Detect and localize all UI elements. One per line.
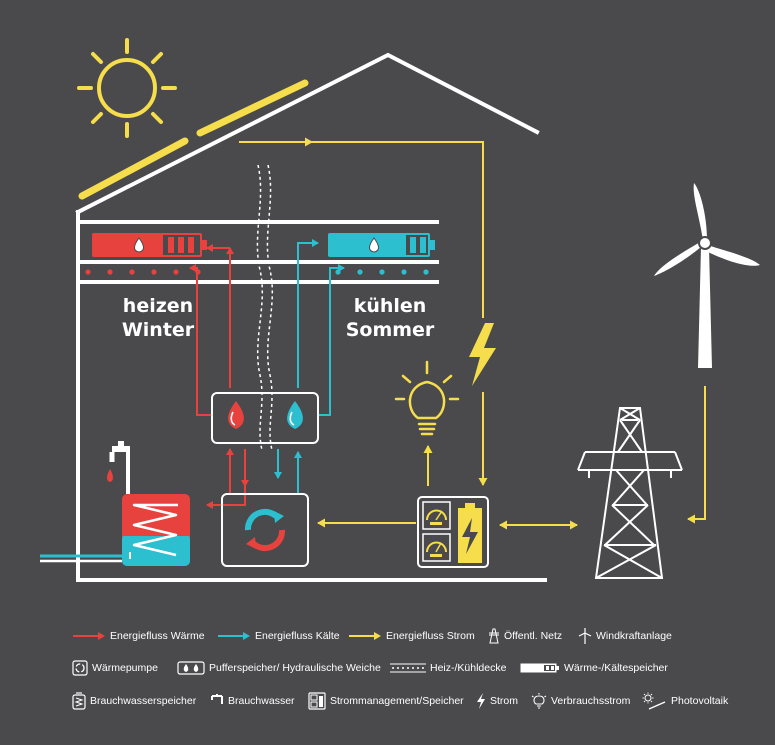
photovoltaik-icon — [642, 692, 666, 710]
legend-verbrauchsstrom: Verbrauchsstrom — [531, 692, 630, 710]
legend-pufferspeicher: Pufferspeicher/ Hydraulische Weiche — [177, 659, 381, 677]
kaelte-flows — [40, 239, 345, 563]
waermespeicher — [92, 233, 207, 257]
legend-waermepumpe: Wärmepumpe — [72, 659, 158, 677]
legend-brauchwasser: Brauchwasser — [210, 692, 295, 710]
strom-bolt-icon — [469, 323, 496, 386]
heizdecke-left — [85, 269, 201, 275]
kaeltespeicher — [328, 233, 435, 257]
waermepumpe-icon — [72, 660, 88, 676]
bulb-icon — [531, 693, 547, 709]
label-sommer: Sommer — [345, 319, 435, 341]
heizdecke-right — [335, 269, 429, 275]
legend-wind: Windkraftanlage — [578, 627, 672, 645]
verbrauchsstrom-bulb-icon — [394, 360, 460, 436]
legend-speicher: Wärme-/Kältespeicher — [520, 659, 668, 677]
pufferspeicher — [211, 392, 319, 444]
yellow-arrow-icon — [349, 632, 381, 640]
legend-brauchwasserspeicher: Brauchwasserspeicher — [72, 692, 196, 710]
battery-icon — [520, 663, 559, 673]
diagram-canvas — [40, 38, 760, 582]
strommanagement-icon — [308, 692, 326, 710]
waerme-flows — [189, 244, 249, 509]
legend-photovoltaik: Photovoltaik — [641, 692, 728, 710]
cyan-arrow-icon — [218, 632, 250, 640]
legend-strom: Strom — [476, 692, 518, 710]
legend-kaelte-flow: Energiefluss Kälte — [217, 627, 340, 645]
waermepumpe — [221, 493, 309, 567]
strom-flows — [239, 137, 706, 530]
pufferspeicher-icon — [177, 661, 205, 675]
sun-icon — [77, 38, 177, 138]
legend-waerme-flow: Energiefluss Wärme — [72, 627, 205, 645]
pylon-icon — [489, 628, 499, 644]
boiler-icon — [72, 692, 86, 710]
label-heizen: heizen — [122, 295, 194, 317]
tap-icon — [211, 694, 223, 704]
brauchwasser-tap-icon — [107, 441, 130, 494]
legend-heizdecke: Heiz-/Kühldecke — [390, 659, 506, 677]
photovoltaik-panel — [78, 79, 309, 200]
legend-strom-flow: Energiefluss Strom — [348, 627, 475, 645]
wind-turbine — [654, 183, 760, 368]
legend-netz: Öffentl. Netz — [488, 627, 562, 645]
strommast — [577, 407, 683, 579]
legend-strommanagement: Strommanagement/Speicher — [308, 692, 464, 710]
label-kuehlen: kühlen — [353, 295, 427, 317]
label-winter: Winter — [121, 319, 195, 341]
wind-turbine-icon — [578, 628, 592, 644]
wall-wavy-lines — [256, 164, 274, 451]
brauchwasserspeicher — [122, 494, 190, 566]
strommanagement — [417, 496, 489, 568]
red-arrow-icon — [73, 632, 105, 640]
heizdecke-icon — [390, 663, 426, 673]
bolt-icon — [477, 693, 485, 709]
